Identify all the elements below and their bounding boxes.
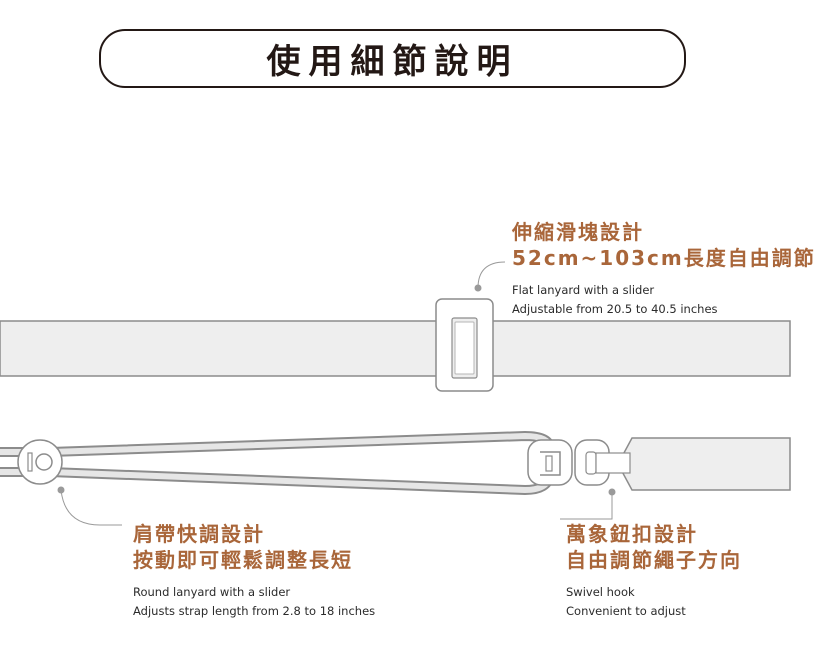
callout-slider: 伸縮滑塊設計 52cm~103cm長度自由調節 Flat lanyard wit… (512, 219, 816, 319)
callout-hook-title: 萬象鈕扣設計 (566, 522, 698, 546)
round-slider-bead (17, 439, 63, 485)
hook-strap-end (617, 437, 791, 491)
title-banner: 使用細節說明 (99, 29, 686, 88)
leader-dot-slider (474, 284, 482, 292)
leader-round (60, 489, 122, 526)
callout-round-subtitle: 按動即可輕鬆調整長短 (133, 548, 353, 572)
leader-dot-round (57, 486, 65, 494)
leader-dots (57, 284, 616, 496)
callout-round-en-1: Round lanyard with a slider (133, 585, 291, 599)
leader-lines (60, 261, 613, 526)
callout-round-title: 肩帶快調設計 (133, 522, 265, 546)
callout-hook-en-1: Swivel hook (566, 585, 635, 599)
callout-hook-subtitle: 自由調節繩子方向 (566, 548, 742, 572)
page-title: 使用細節說明 (266, 42, 519, 82)
leader-hook (560, 492, 613, 520)
lanyard-diagram (0, 261, 791, 526)
leader-slider (477, 261, 506, 289)
leader-dot-hook (608, 488, 616, 496)
callout-slider-title: 伸縮滑塊設計 (512, 220, 644, 244)
callout-hook: 萬象鈕扣設計 自由調節繩子方向 Swivel hook Convenient t… (566, 521, 742, 621)
callout-round-en-2: Adjusts strap length from 2.8 to 18 inch… (133, 604, 376, 618)
callout-slider-en-2: Adjustable from 20.5 to 40.5 inches (512, 302, 718, 316)
slider-buckle (435, 298, 494, 392)
callout-round: 肩帶快調設計 按動即可輕鬆調整長短 Round lanyard with a s… (133, 521, 375, 621)
callout-slider-en-1: Flat lanyard with a slider (512, 283, 655, 297)
flat-lanyard-strap (0, 320, 791, 377)
callout-hook-en-2: Convenient to adjust (566, 604, 686, 618)
hook-strap-tab (595, 452, 631, 474)
round-lanyard-cord (0, 431, 555, 495)
callout-slider-subtitle: 52cm~103cm長度自由調節 (512, 246, 816, 270)
